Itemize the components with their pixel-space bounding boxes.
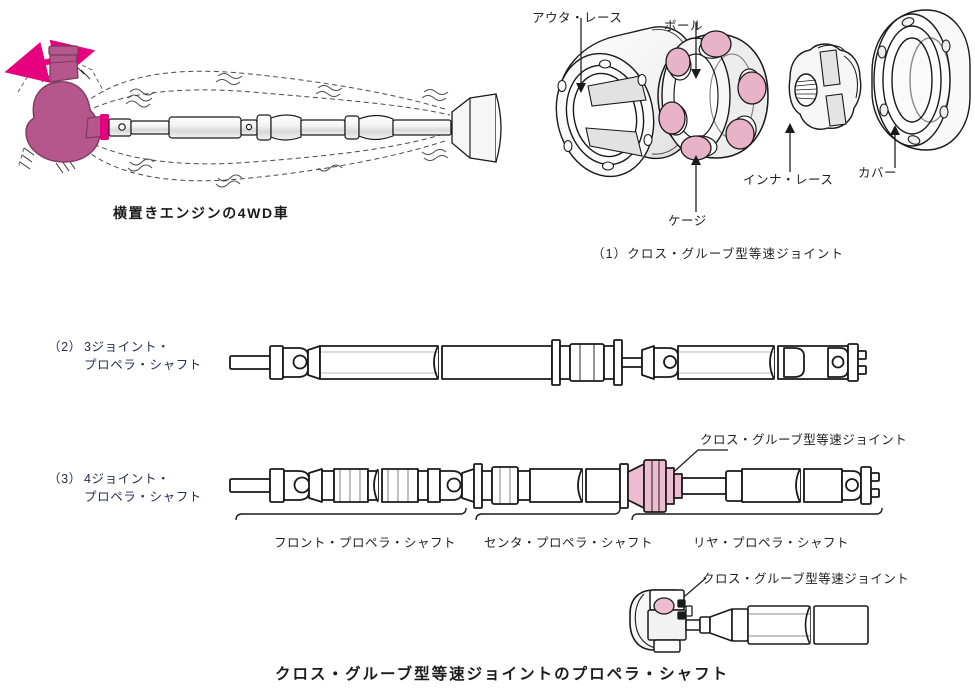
shaft4-illustration xyxy=(229,449,883,521)
boot-bellows-marks xyxy=(125,73,449,188)
callout-ball: ボール xyxy=(664,19,704,33)
shaft3-illustration xyxy=(229,339,867,386)
transaxle-body xyxy=(25,45,105,163)
cv-joint-detail-illustration xyxy=(629,577,869,653)
shaft4-cv-joint-callout: クロス・グルーブ型等速ジョイント xyxy=(700,433,908,447)
shaft4-label-line2: プロペラ・シャフト xyxy=(84,490,202,504)
panel-cross-groove-cv-joint: アウタ・レース ボール ケージ インナ・レース カバー （1）クロス・グルーブ型… xyxy=(500,0,975,280)
cv-joint-exploded-illustration xyxy=(555,9,971,212)
shaft3-label-line2: プロペラ・シャフト xyxy=(84,358,202,372)
figure-bottom-title: クロス・グルーブ型等速ジョイントのプロペラ・シャフト xyxy=(275,666,730,683)
panel-4-joint-propeller-shaft: （3） 4ジョイント・ プロペラ・シャフト クロス・グルーブ型等速ジョイント xyxy=(0,430,975,560)
shaft4-label-line1: 4ジョイント・ xyxy=(84,472,171,486)
detail-cv-joint-callout: クロス・グルーブ型等速ジョイント xyxy=(702,572,910,586)
cover-part xyxy=(871,9,971,151)
cv-joint-caption: （1）クロス・グルーブ型等速ジョイント xyxy=(592,247,845,261)
cv-joint-section-lines xyxy=(651,460,660,512)
callout-cage: ケージ xyxy=(668,214,707,228)
callout-leader-lines xyxy=(576,18,900,212)
detail-shaft xyxy=(685,605,869,645)
shaft4-index: （3） xyxy=(48,472,82,486)
cross-groove-cv-joint-highlight xyxy=(627,459,683,513)
outer-race-grooves xyxy=(585,75,647,157)
outer-race-bolt-holes xyxy=(557,59,653,171)
shaft3-detail-lines xyxy=(320,344,774,381)
transverse-4wd-caption: 横置きエンジンの4WD車 xyxy=(113,205,290,221)
section-brackets xyxy=(235,507,883,521)
bracket-label-front: フロント・プロペラ・シャフト xyxy=(274,536,457,550)
ball-parts xyxy=(658,30,767,161)
panel-3-joint-propeller-shaft: （2） 3ジョイント・ プロペラ・シャフト xyxy=(0,330,975,405)
callout-cover: カバー xyxy=(858,166,898,180)
bracket-label-center: センタ・プロペラ・シャフト xyxy=(484,536,654,550)
callout-inner-race: インナ・レース xyxy=(743,173,834,187)
motion-envelope-dashed xyxy=(71,70,451,182)
panel-transverse-engine-4wd: 横置きエンジンの4WD車 xyxy=(0,0,502,250)
transverse-4wd-illustration xyxy=(4,39,502,188)
outboard-hub xyxy=(451,93,502,163)
shaft3-index: （2） xyxy=(48,340,82,354)
shaft3-label-line1: 3ジョイント・ xyxy=(84,340,171,354)
callout-outer-race: アウタ・レース xyxy=(532,11,623,25)
bracket-label-rear: リヤ・プロペラ・シャフト xyxy=(693,536,850,550)
inner-race-part xyxy=(788,43,862,130)
joint-cuff-highlight xyxy=(100,114,109,140)
drive-shaft-assembly xyxy=(108,114,480,141)
panel-cv-joint-detail: クロス・グルーブ型等速ジョイント xyxy=(600,568,975,658)
shaft4-detail-lines xyxy=(339,467,511,504)
cover-bolt-holes xyxy=(877,17,951,145)
detail-joint-fittings xyxy=(677,599,693,620)
detail-ball-highlight xyxy=(653,597,675,615)
